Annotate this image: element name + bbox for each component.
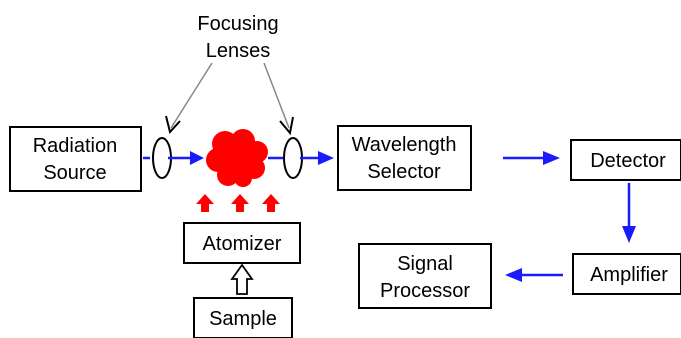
heat-arrow-icon xyxy=(262,194,280,212)
heat-arrow-icon xyxy=(231,194,249,212)
beam-arrowhead-to-flame xyxy=(190,151,204,165)
amplifier-label: Amplifier xyxy=(590,264,668,286)
focusing-lenses-label-line2: Lenses xyxy=(206,40,271,62)
atom-cloud-icon xyxy=(206,129,268,187)
arrow-selector-to-detector-head xyxy=(543,151,560,165)
signal-processor-label-line1: Signal xyxy=(397,253,453,275)
lens-pointer-left xyxy=(171,63,212,128)
arrow-detector-to-amplifier-head xyxy=(622,226,636,243)
sample-label: Sample xyxy=(209,308,277,330)
signal-processor-label-line2: Processor xyxy=(380,280,470,302)
wavelength-selector-label-line1: Wavelength xyxy=(352,134,457,156)
lens-pointer-right xyxy=(264,63,289,128)
sample-to-atomizer-arrow-icon xyxy=(232,265,252,294)
focusing-lenses-label-line1: Focusing xyxy=(197,13,278,35)
lens-pointer-right-arrowhead xyxy=(280,117,293,133)
heat-arrow-icon xyxy=(196,194,214,212)
detector-label: Detector xyxy=(590,150,666,172)
radiation-source-label-line1: Radiation xyxy=(33,135,118,157)
right-lens-icon xyxy=(284,138,302,178)
wavelength-selector-label-line2: Selector xyxy=(367,161,441,183)
arrow-amplifier-to-processor-head xyxy=(505,268,522,282)
radiation-source-label-line2: Source xyxy=(43,162,106,184)
heat-arrows xyxy=(196,194,280,212)
atomizer-label: Atomizer xyxy=(203,233,282,255)
beam-arrowhead-to-selector xyxy=(318,151,334,165)
